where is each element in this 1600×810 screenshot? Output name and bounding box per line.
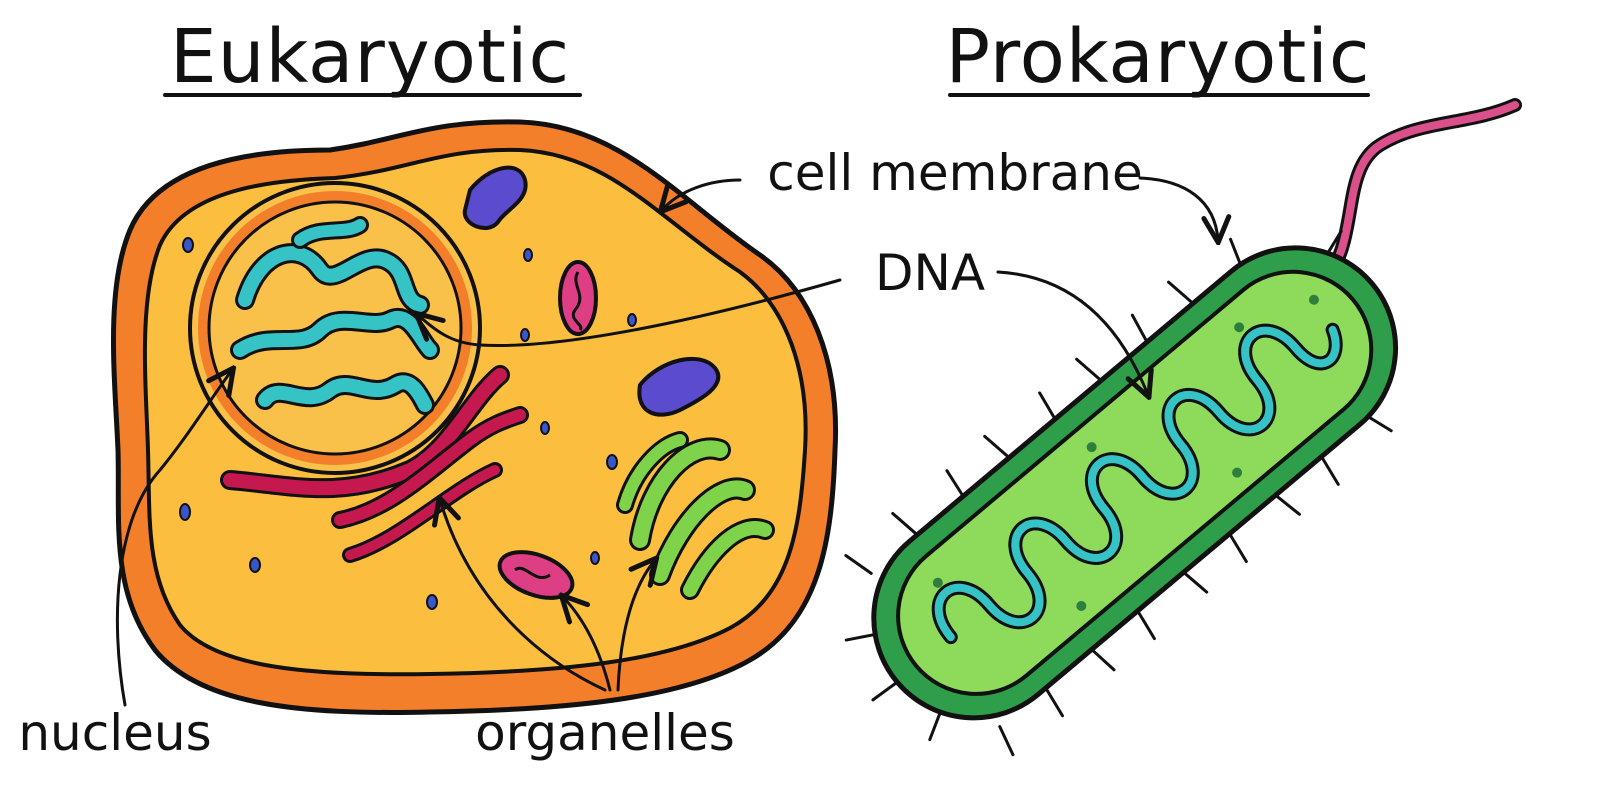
prokaryote-cytoplasm [896, 269, 1374, 696]
arrow-dna-prokaryote [996, 270, 1148, 395]
prokaryote-dna [931, 322, 1343, 645]
chloroplast [616, 431, 775, 600]
endoplasmic-reticulum [220, 365, 529, 563]
nucleus [188, 181, 482, 475]
label-nucleus: nucleus [18, 704, 211, 762]
vacuole-right [637, 357, 721, 417]
mitochondrion-lower [497, 550, 575, 600]
title-eukaryotic: Eukaryotic [170, 14, 570, 100]
label-cell-membrane: cell membrane [767, 144, 1143, 202]
mitochondrion-upper [558, 260, 598, 336]
eukaryote-dna [230, 216, 440, 415]
arrow-cell-membrane-eukaryote [662, 178, 742, 210]
arrow-nucleus [115, 370, 232, 707]
prokaryote-ribosomes [932, 294, 1319, 611]
vacuole-top [462, 165, 528, 230]
arrow-cell-membrane-prokaryote [1138, 176, 1218, 240]
arrow-dna-eukaryote [418, 278, 842, 347]
arrow-organelles-er [440, 500, 607, 692]
eukaryotic-cell-illustration [111, 119, 839, 715]
label-dna: DNA [875, 244, 985, 302]
prokaryotic-cell-illustration [844, 98, 1522, 757]
ribosome-dots [179, 237, 637, 610]
arrow-organelles-mito [563, 597, 612, 692]
label-organelles: organelles [475, 704, 735, 762]
title-prokaryotic: Prokaryotic [945, 14, 1370, 100]
arrow-organelles-chloroplast [616, 560, 655, 692]
